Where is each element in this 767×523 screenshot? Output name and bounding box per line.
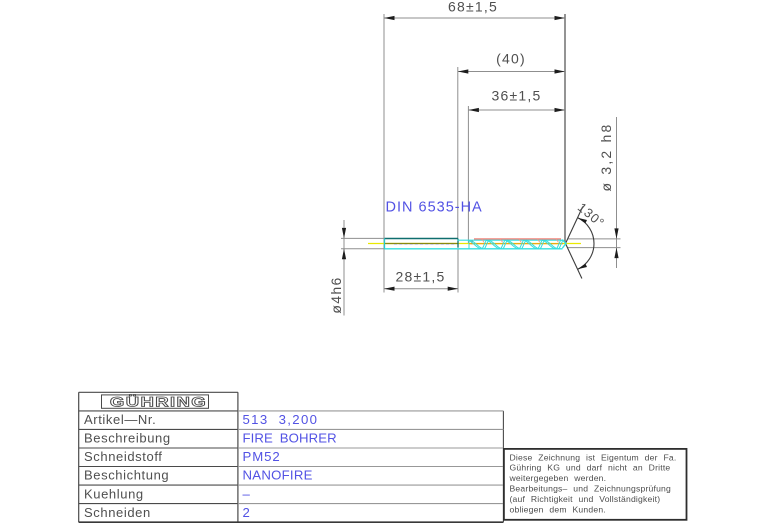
svg-text:Bearbeitungs– und Zeichnungspr: Bearbeitungs– und Zeichnungsprüfung	[510, 484, 672, 494]
svg-text:obliegen dem Kunden.: obliegen dem Kunden.	[510, 504, 606, 514]
svg-text:ø4h6: ø4h6	[328, 276, 344, 313]
svg-text:–: –	[243, 486, 251, 501]
svg-text:DIN 6535-HA: DIN 6535-HA	[386, 199, 483, 215]
svg-text:FIRE BOHRER: FIRE BOHRER	[243, 431, 337, 446]
svg-text:NANOFIRE: NANOFIRE	[243, 468, 313, 483]
svg-text:513 3,200: 513 3,200	[243, 412, 319, 427]
svg-text:28±1,5: 28±1,5	[396, 269, 446, 285]
svg-text:(auf Richtigkeit und Vollständ: (auf Richtigkeit und Vollständigkeit)	[510, 494, 661, 504]
svg-text:(40): (40)	[496, 51, 526, 67]
svg-text:68±1,5: 68±1,5	[448, 0, 498, 15]
svg-text:ø 3,2 h8: ø 3,2 h8	[598, 123, 614, 192]
svg-text:Beschichtung: Beschichtung	[84, 468, 169, 483]
svg-text:36±1,5: 36±1,5	[492, 87, 542, 103]
svg-text:Kuehlung: Kuehlung	[84, 486, 144, 501]
svg-text:GÜHRING: GÜHRING	[110, 394, 207, 410]
svg-text:weitergegeben werden.: weitergegeben werden.	[509, 473, 607, 483]
svg-text:Artikel—Nr.: Artikel—Nr.	[84, 412, 156, 427]
svg-text:Schneiden: Schneiden	[84, 505, 151, 520]
svg-text:Schneidstoff: Schneidstoff	[84, 449, 163, 464]
svg-text:PM52: PM52	[243, 449, 281, 464]
svg-text:2: 2	[243, 505, 251, 520]
svg-text:Beschreibung: Beschreibung	[84, 431, 171, 446]
svg-text:Gühring KG und darf nicht an D: Gühring KG und darf nicht an Dritte	[510, 463, 671, 473]
svg-text:Diese Zeichnung ist Eigentum d: Diese Zeichnung ist Eigentum der Fa.	[510, 452, 677, 462]
